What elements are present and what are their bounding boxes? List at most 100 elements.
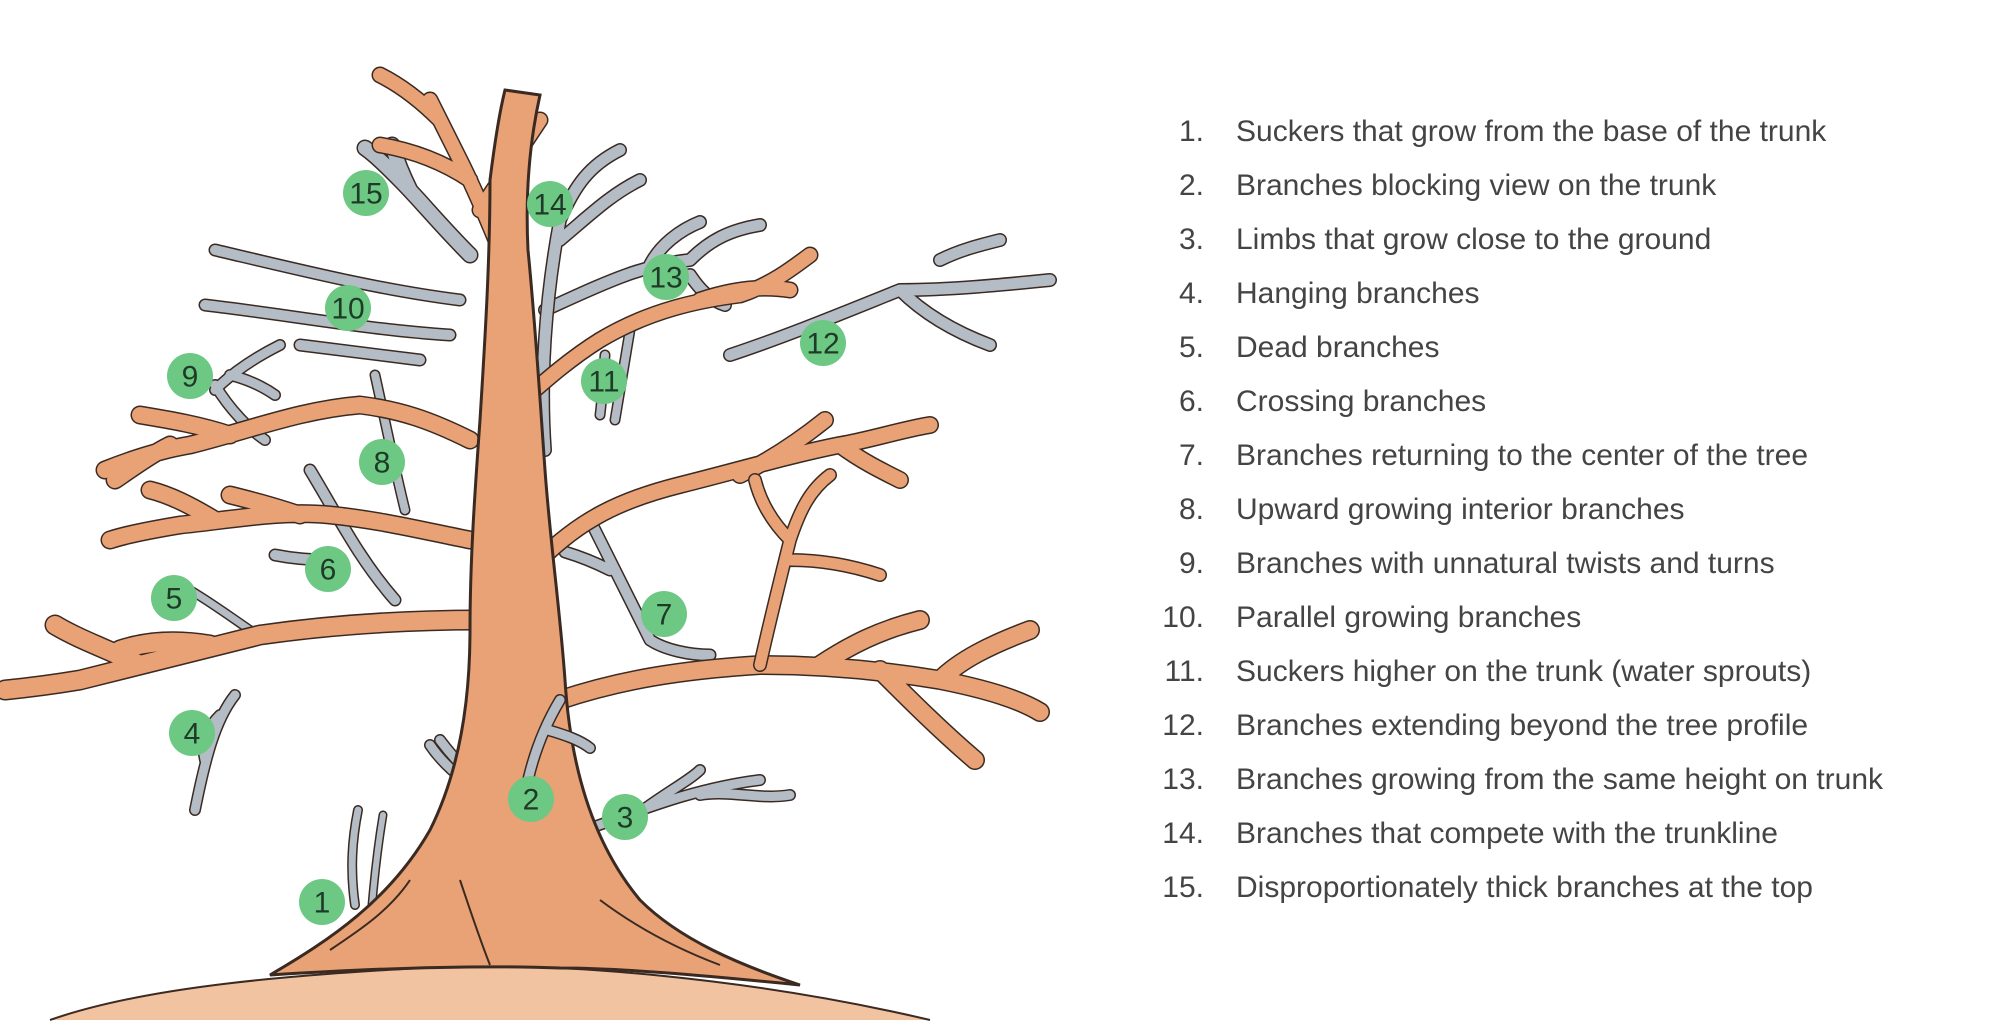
marker-label: 8	[374, 447, 391, 480]
marker-10: 10	[325, 285, 371, 331]
live-branch-right-riser	[748, 468, 887, 672]
legend-item: 8. Upward growing interior branches	[1140, 493, 1990, 547]
legend-number: 1.	[1178, 115, 1204, 148]
legend-text: Suckers higher on the trunk (water sprou…	[1236, 655, 1812, 688]
legend-text: Hanging branches	[1236, 277, 1480, 310]
marker-label: 13	[649, 262, 682, 295]
marker-label: 12	[806, 328, 839, 361]
legend-text: Crossing branches	[1236, 385, 1487, 418]
legend-number: 10.	[1162, 601, 1204, 634]
legend-number: 2.	[1178, 169, 1204, 202]
legend-number: 14.	[1162, 817, 1204, 850]
legend-item: 1. Suckers that grow from the base of the…	[1140, 115, 1990, 169]
marker-14: 14	[527, 181, 573, 227]
legend-number: 4.	[1178, 277, 1204, 310]
pruned-branch-5	[185, 585, 255, 635]
trunk-body	[269, 88, 801, 987]
legend-text: Branches blocking view on the trunk	[1236, 169, 1717, 202]
legend-item: 14. Branches that compete with the trunkl…	[1140, 817, 1990, 871]
legend-text: Upward growing interior branches	[1236, 493, 1685, 526]
live-branch-left-upper	[95, 395, 480, 490]
legend-item: 2. Branches blocking view on the trunk	[1140, 169, 1990, 223]
legend-number: 13.	[1162, 763, 1204, 796]
legend-item: 12. Branches extending beyond the tree pr…	[1140, 709, 1990, 763]
legend-text: Branches growing from the same height on…	[1236, 763, 1884, 796]
live-branch-left-mid	[100, 480, 480, 550]
legend-number: 12.	[1162, 709, 1204, 742]
marker-label: 3	[617, 802, 634, 835]
marker-label: 10	[331, 293, 364, 326]
tree-trunk	[269, 88, 801, 987]
marker-2: 2	[508, 776, 554, 822]
legend-number: 7.	[1178, 439, 1204, 472]
marker-13: 13	[643, 254, 689, 300]
legend-text: Disproportionately thick branches at the…	[1236, 871, 1813, 904]
marker-label: 9	[182, 361, 199, 394]
legend-text: Dead branches	[1236, 331, 1440, 364]
marker-label: 6	[320, 554, 337, 587]
pruned-branch-7	[558, 513, 717, 662]
legend-item: 10. Parallel growing branches	[1140, 601, 1990, 655]
marker-8: 8	[359, 439, 405, 485]
legend-item: 15. Disproportionately thick branches at …	[1140, 871, 1990, 925]
marker-label: 14	[533, 189, 566, 222]
legend-list: 1. Suckers that grow from the base of the…	[1140, 115, 1990, 925]
marker-15: 15	[343, 170, 389, 216]
marker-7: 7	[641, 591, 687, 637]
marker-1: 1	[299, 879, 345, 925]
pruned-branches	[185, 136, 1057, 910]
legend-item: 9. Branches with unnatural twists and tur…	[1140, 547, 1990, 601]
legend-number: 8.	[1178, 493, 1204, 526]
legend-number: 5.	[1178, 331, 1204, 364]
pruned-branches-front	[522, 694, 596, 786]
pruned-branch-10	[198, 243, 467, 367]
pruned-branch-12	[723, 233, 1057, 362]
ground	[49, 965, 931, 1021]
legend-text: Parallel growing branches	[1236, 601, 1582, 634]
pruned-branch-1b	[367, 810, 388, 910]
legend-number: 9.	[1178, 547, 1204, 580]
live-branch-right-mid	[531, 411, 939, 569]
legend-text: Branches returning to the center of the …	[1236, 439, 1809, 472]
legend-text: Limbs that grow close to the ground	[1236, 223, 1712, 256]
legend-text: Branches with unnatural twists and turns	[1236, 547, 1775, 580]
live-branches	[0, 66, 1050, 770]
live-branch-left-low	[0, 609, 491, 701]
legend-number: 3.	[1178, 223, 1204, 256]
pruned-branch-14	[536, 143, 647, 457]
legend-number: 11.	[1164, 655, 1204, 688]
legend-number: 15.	[1162, 871, 1204, 904]
marker-label: 7	[656, 599, 673, 632]
legend-text: Branches that compete with the trunkline	[1236, 817, 1778, 850]
marker-6: 6	[305, 546, 351, 592]
trunk-roots	[329, 879, 721, 966]
live-branch-right-low	[550, 610, 1050, 770]
pruned-branch-1a	[347, 805, 363, 910]
legend-item: 5. Dead branches	[1140, 331, 1990, 385]
legend-text: Suckers that grow from the base of the t…	[1236, 115, 1827, 148]
legend-item: 13. Branches growing from the same height…	[1140, 763, 1990, 817]
marker-5: 5	[151, 575, 197, 621]
legend-item: 4. Hanging branches	[1140, 277, 1990, 331]
marker-label: 15	[349, 178, 382, 211]
legend-number: 6.	[1178, 385, 1204, 418]
marker-11: 11	[581, 358, 627, 404]
legend-item: 7. Branches returning to the center of th…	[1140, 439, 1990, 493]
pruned-branch-2-front	[522, 694, 596, 786]
marker-label: 5	[166, 583, 183, 616]
legend-text: Branches extending beyond the tree profi…	[1236, 709, 1809, 742]
marker-label: 4	[184, 718, 201, 751]
marker-12: 12	[800, 320, 846, 366]
marker-label: 2	[523, 784, 540, 817]
pruned-branch-9	[209, 339, 286, 446]
marker-label: 11	[588, 366, 619, 399]
live-branch-right-upper	[491, 246, 819, 429]
marker-label: 1	[314, 887, 331, 920]
live-branch-crown	[371, 66, 549, 309]
marker-9: 9	[167, 353, 213, 399]
legend-item: 6. Crossing branches	[1140, 385, 1990, 439]
marker-4: 4	[169, 710, 215, 756]
legend-item: 3. Limbs that grow close to the ground	[1140, 223, 1990, 277]
